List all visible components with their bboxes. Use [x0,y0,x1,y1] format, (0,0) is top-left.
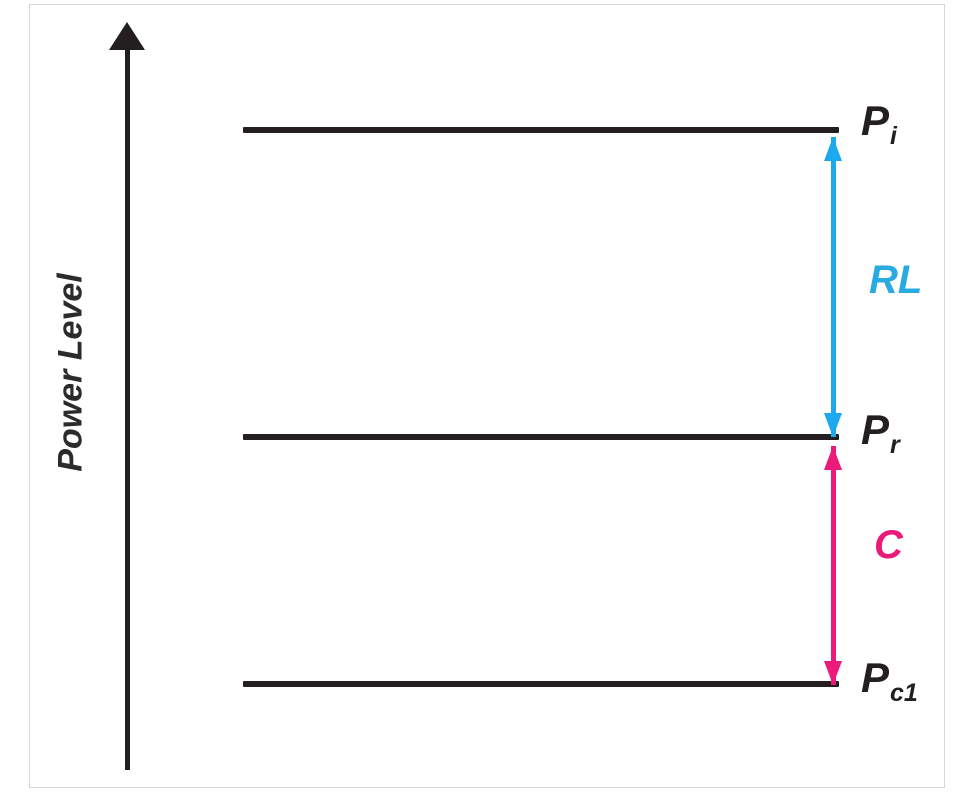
level-label-pr-subscript: r [890,431,900,459]
level-label-pc1-subscript: c1 [890,679,918,707]
level-line-pc1 [243,681,839,687]
level-label-pc1-main: P [861,654,890,701]
level-label-pi-subscript: i [890,122,897,150]
vertical-axis-line [125,46,130,770]
measure-arrow-rl [824,137,843,437]
arrow-head-down-icon [824,661,842,685]
level-label-pi: Pi [861,97,897,149]
figure-frame [29,4,945,788]
level-label-pc1: Pc1 [861,654,918,706]
level-label-pi-main: P [861,97,890,144]
arrow-shaft [831,137,836,437]
y-axis-title: Power Level [51,273,90,472]
axis-arrowhead-icon [109,22,145,50]
measure-label-c: C [874,523,903,567]
level-label-pr-main: P [861,406,890,453]
level-line-pr [243,434,839,440]
arrow-shaft [831,446,836,685]
level-label-pr: Pr [861,406,900,458]
arrow-head-down-icon [824,413,842,437]
level-line-pi [243,127,839,133]
measure-label-rl: RL [869,258,923,302]
measure-arrow-c [824,446,843,685]
